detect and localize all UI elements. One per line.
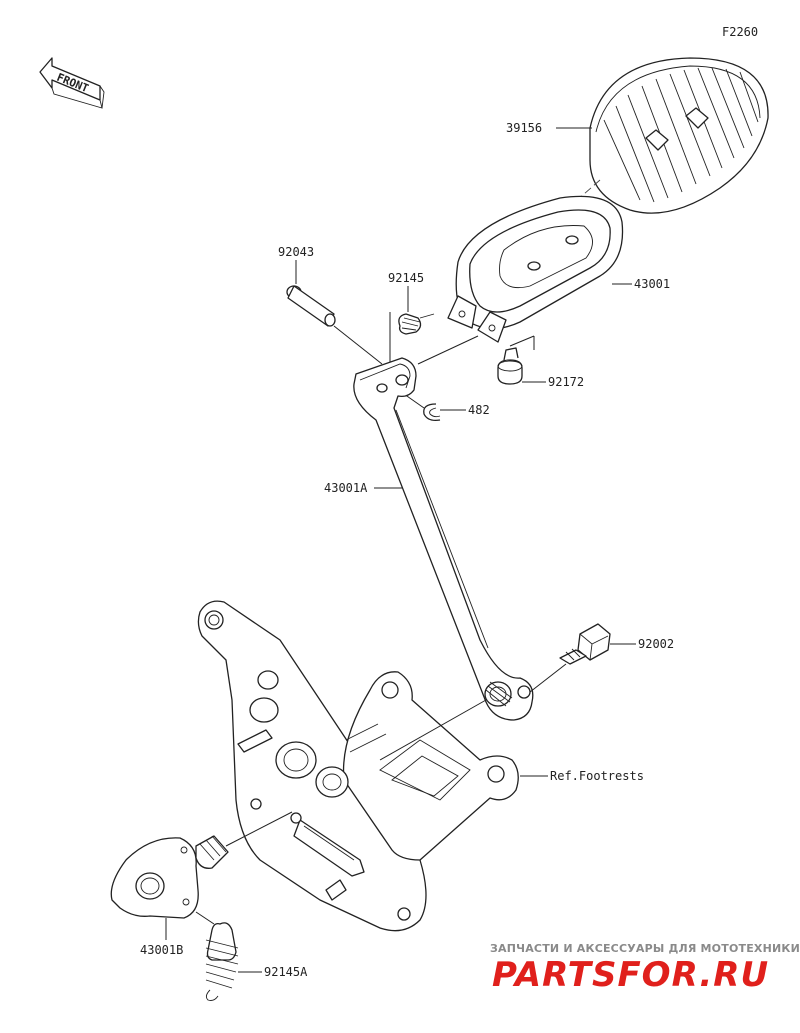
label-43001: 43001 bbox=[634, 277, 670, 291]
pedal-pad bbox=[589, 57, 769, 214]
small-spring bbox=[398, 313, 435, 335]
watermark-logo: PARTSFOR.RU bbox=[492, 955, 769, 995]
pin-to-arm-line bbox=[333, 325, 383, 365]
clevis-pin bbox=[286, 285, 336, 327]
label-482: 482 bbox=[468, 403, 490, 417]
label-92145: 92145 bbox=[388, 271, 424, 285]
label-92043: 92043 bbox=[278, 245, 314, 259]
pivot-axis-line bbox=[379, 699, 487, 761]
footrest-bracket bbox=[197, 600, 427, 932]
spring-to-lever-line bbox=[195, 911, 215, 925]
return-spring bbox=[205, 922, 239, 1001]
label-ref-footrests: Ref.Footrests bbox=[550, 769, 644, 783]
label-39156: 39156 bbox=[506, 121, 542, 135]
snap-ring-ref bbox=[403, 393, 425, 409]
front-arrow-icon: FRONT bbox=[39, 57, 105, 109]
label-43001B: 43001B bbox=[140, 943, 183, 957]
diagram-code: F2260 bbox=[722, 25, 758, 39]
label-43001A: 43001A bbox=[324, 481, 368, 495]
bolt-small-ref bbox=[509, 335, 535, 347]
label-92172: 92172 bbox=[548, 375, 584, 389]
label-92002: 92002 bbox=[638, 637, 674, 651]
lever-to-bracket-line bbox=[225, 811, 293, 847]
pedal bbox=[447, 195, 624, 343]
brake-lever bbox=[110, 835, 229, 919]
pedal-arm bbox=[353, 357, 534, 721]
watermark-tagline: ЗАПЧАСТИ И АКСЕССУАРЫ ДЛЯ МОТОТЕХНИКИ bbox=[490, 942, 800, 955]
snap-ring bbox=[423, 403, 441, 422]
bolt-to-arm-line bbox=[529, 663, 567, 693]
footrest-mount bbox=[315, 671, 519, 861]
small-bolt bbox=[497, 347, 523, 385]
label-92145A: 92145A bbox=[264, 965, 308, 979]
pedal-to-arm-line bbox=[417, 335, 479, 365]
pivot-bolt bbox=[559, 623, 611, 665]
